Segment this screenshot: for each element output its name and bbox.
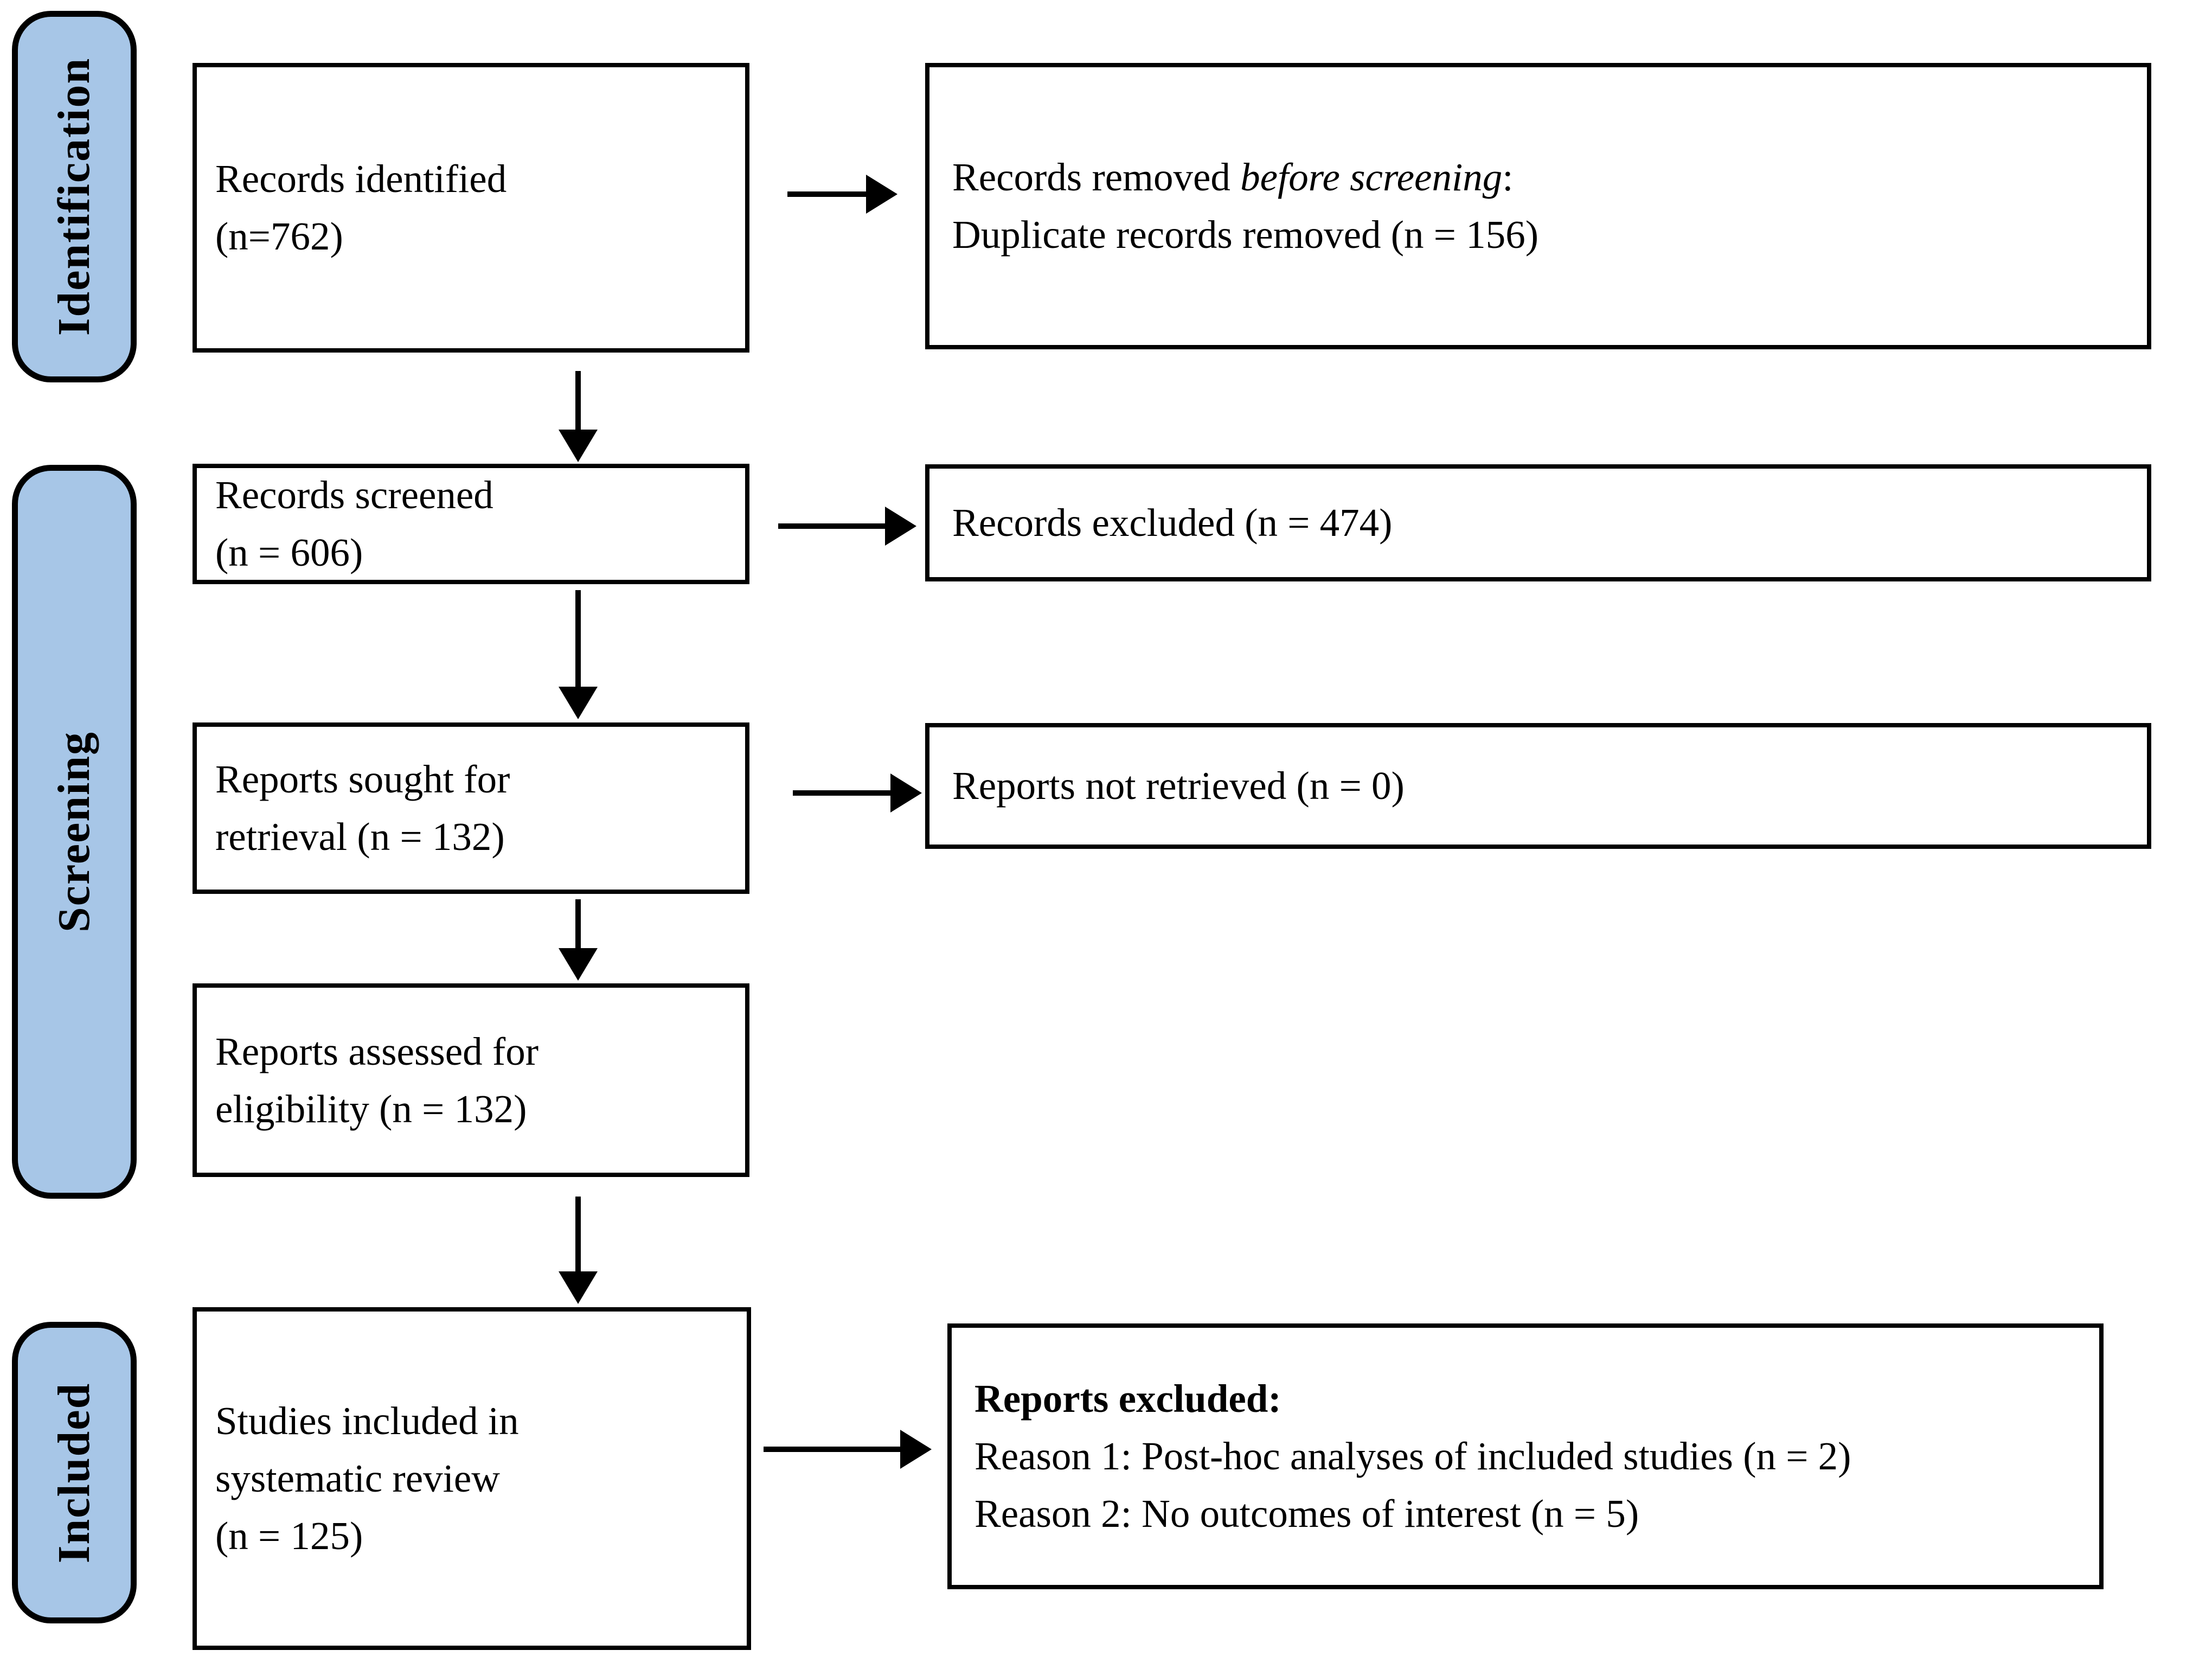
arrow-shaft (778, 523, 887, 529)
arrow-right-screened-to-excluded-icon (778, 507, 916, 546)
arrow-right-sought-to-notretrieved-icon (793, 773, 922, 813)
stage-included-label: Included (49, 1382, 100, 1563)
reports-excluded-heading: Reports excluded: (974, 1377, 1281, 1421)
reports-assessed-line1: Reports assessed for (215, 1029, 539, 1073)
stage-included: Included (12, 1322, 137, 1623)
studies-included-box: Studies included in systematic review (n… (193, 1307, 751, 1650)
arrow-shaft (575, 371, 581, 432)
records-identified-line2: (n=762) (215, 214, 343, 258)
reports-not-retrieved-box: Reports not retrieved (n = 0) (925, 723, 2151, 849)
records-screened-line2: (n = 606) (215, 530, 363, 574)
arrow-down-sought-to-assessed-icon (559, 899, 598, 981)
arrow-shaft (575, 899, 581, 950)
arrow-head-right-icon (885, 507, 916, 546)
arrow-head-down-icon (559, 1271, 598, 1304)
records-screened-box: Records screened (n = 606) (193, 464, 749, 584)
reports-excluded-reason1: Reason 1: Post-hoc analyses of included … (974, 1434, 1851, 1479)
reports-sought-line1: Reports sought for (215, 757, 510, 802)
arrow-shaft (787, 191, 868, 197)
arrow-shaft (575, 1197, 581, 1274)
records-identified-line1: Records identified (215, 157, 507, 201)
studies-included-line3: (n = 125) (215, 1513, 363, 1558)
arrow-head-right-icon (900, 1430, 932, 1469)
arrow-shaft (575, 590, 581, 689)
arrow-shaft (764, 1447, 902, 1452)
arrow-head-right-icon (866, 175, 897, 214)
arrow-down-screened-to-sought-icon (559, 590, 598, 719)
reports-sought-line2: retrieval (n = 132) (215, 815, 505, 859)
arrow-head-down-icon (559, 948, 598, 981)
reports-assessed-box: Reports assessed for eligibility (n = 13… (193, 983, 749, 1177)
records-removed-box: Records removed before screening: Duplic… (925, 63, 2151, 349)
studies-included-line1: Studies included in (215, 1399, 519, 1443)
stage-screening: Screening (12, 465, 137, 1199)
records-screened-line1: Records screened (215, 473, 493, 517)
reports-not-retrieved-text: Reports not retrieved (n = 0) (952, 764, 1405, 808)
stage-screening-label: Screening (49, 731, 100, 933)
records-removed-line2: Duplicate records removed (n = 156) (952, 213, 1539, 257)
records-identified-box: Records identified (n=762) (193, 63, 749, 353)
before-screening-italic: before screening (1240, 155, 1503, 200)
reports-excluded-box: Reports excluded: Reason 1: Post-hoc ana… (947, 1323, 2104, 1589)
arrow-right-identified-to-removed-icon (787, 175, 897, 214)
records-excluded-box: Records excluded (n = 474) (925, 464, 2151, 581)
reports-sought-box: Reports sought for retrieval (n = 132) (193, 722, 749, 894)
arrow-head-right-icon (890, 773, 922, 813)
records-removed-line1: Records removed before screening: (952, 155, 1514, 200)
stage-identification: Identification (12, 11, 137, 382)
arrow-down-identified-to-screened-icon (559, 371, 598, 462)
reports-excluded-reason2: Reason 2: No outcomes of interest (n = 5… (974, 1491, 1639, 1536)
arrow-shaft (793, 790, 893, 796)
arrow-head-down-icon (559, 687, 598, 719)
arrow-right-included-to-reportsexcluded-icon (764, 1430, 932, 1469)
records-excluded-text: Records excluded (n = 474) (952, 501, 1393, 545)
studies-included-line2: systematic review (215, 1456, 501, 1501)
arrow-down-assessed-to-included-icon (559, 1197, 598, 1304)
reports-assessed-line2: eligibility (n = 132) (215, 1086, 527, 1131)
arrow-head-down-icon (559, 430, 598, 462)
stage-identification-label: Identification (49, 57, 100, 336)
